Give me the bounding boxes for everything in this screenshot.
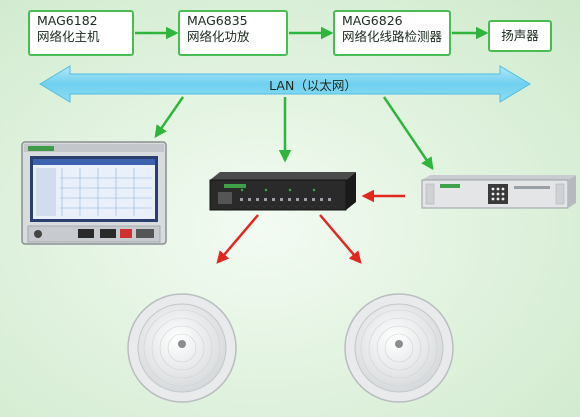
lan-drop-arrow-detector	[382, 96, 434, 171]
node-line-detector: MAG6826 网络化线路检测器	[333, 10, 451, 56]
node-host-model: MAG6182	[37, 13, 98, 28]
line-detector-image	[421, 175, 576, 209]
lan-drop-arrow-host	[154, 96, 185, 139]
ceiling-speaker-right-image	[344, 293, 454, 403]
node-amplifier: MAG6835 网络化功放	[178, 10, 288, 56]
node-speaker-label: 扬声器	[501, 28, 539, 43]
network-amplifier-image	[209, 172, 356, 211]
host-console-image	[21, 141, 167, 245]
node-speaker: 扬声器	[488, 20, 552, 52]
signal-arrow-amp-to-speaker-right	[319, 214, 362, 264]
lan-bar	[39, 65, 531, 103]
lan-label: LAN（以太网）	[269, 78, 357, 93]
node-host-desc: 网络化主机	[37, 29, 100, 44]
node-line-detector-model: MAG6826	[342, 13, 403, 28]
ceiling-speaker-left-image	[127, 293, 237, 403]
node-line-detector-desc: 网络化线路检测器	[342, 29, 443, 44]
node-amplifier-model: MAG6835	[187, 13, 248, 28]
node-amplifier-desc: 网络化功放	[187, 29, 250, 44]
signal-arrow-amp-to-speaker-left	[216, 214, 259, 264]
node-host: MAG6182 网络化主机	[28, 10, 134, 56]
